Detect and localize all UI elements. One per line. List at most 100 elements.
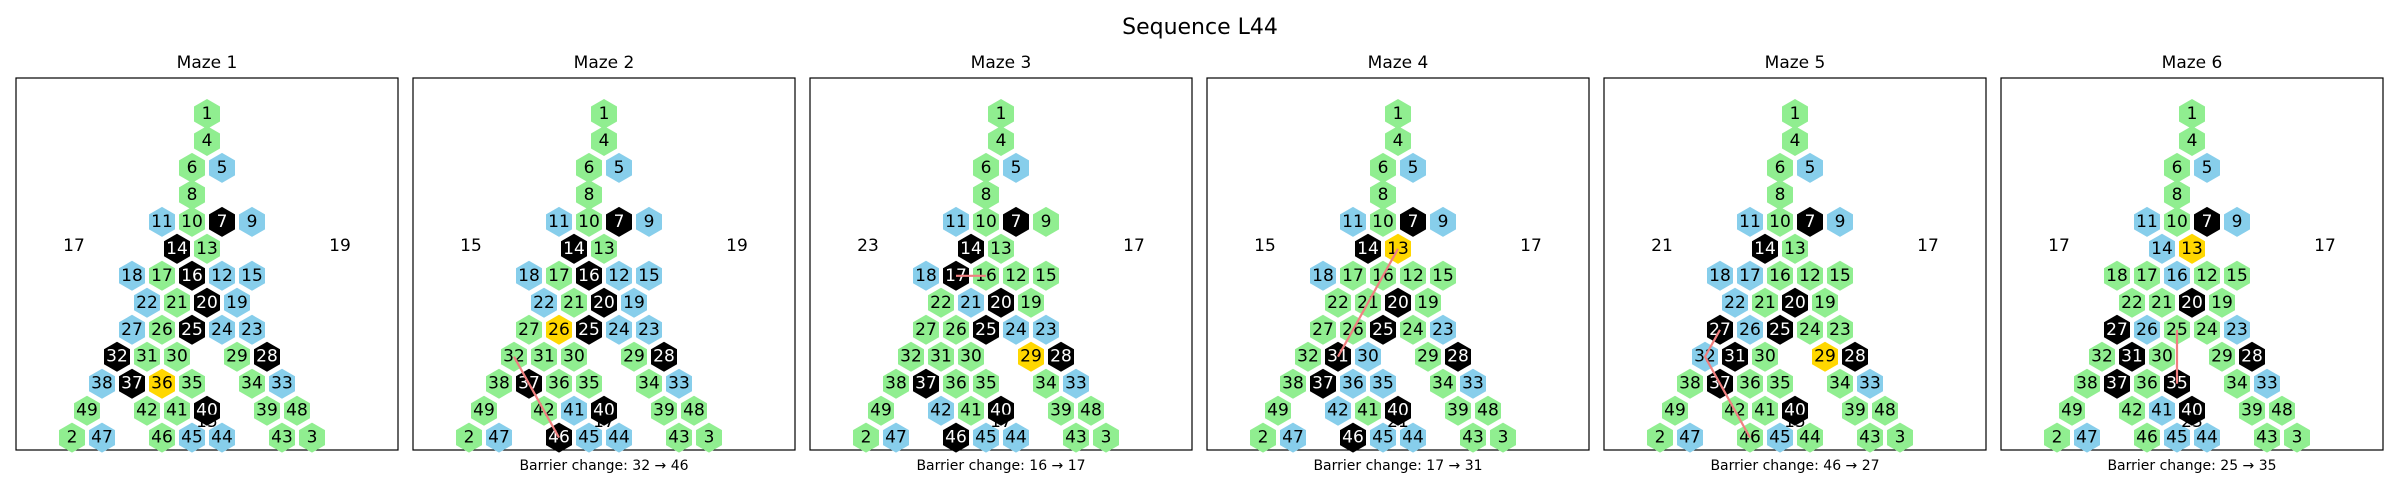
cell-14 [1752, 233, 1778, 264]
cell-label: 49 [870, 401, 892, 421]
cell-22 [1325, 287, 1351, 318]
cell-label: 17 [151, 266, 173, 286]
cell-label: 6 [187, 158, 198, 178]
cell-8 [2164, 179, 2190, 210]
cell-label: 34 [2226, 374, 2248, 394]
cell-label: 2 [2052, 428, 2063, 448]
cell-42 [928, 395, 954, 426]
cell-26 [943, 314, 969, 345]
cell-45 [179, 422, 205, 453]
bottom-value: 17 [990, 412, 1012, 432]
cell-17 [1737, 260, 1763, 291]
cell-label: 9 [1041, 212, 1052, 232]
cell-label: 13 [196, 239, 218, 259]
cell-19 [621, 287, 647, 318]
cell-label: 20 [196, 293, 218, 313]
cell-37 [119, 368, 145, 399]
cell-label: 9 [2232, 212, 2243, 232]
cell-label: 29 [1417, 347, 1439, 367]
cell-26 [149, 314, 175, 345]
cell-label: 32 [900, 347, 922, 367]
cell-label: 33 [2256, 374, 2278, 394]
cell-36 [943, 368, 969, 399]
cell-label: 11 [1739, 212, 1761, 232]
cell-label: 35 [578, 374, 600, 394]
right-value: 17 [1123, 236, 1145, 256]
cell-1 [2179, 99, 2205, 129]
cell-label: 5 [2202, 158, 2213, 178]
cell-label: 15 [1829, 266, 1851, 286]
cell-label: 26 [1739, 320, 1761, 340]
cell-15 [2224, 260, 2250, 291]
cell-48 [284, 395, 310, 426]
cell-18 [913, 260, 939, 291]
cell-label: 5 [614, 158, 625, 178]
cell-33 [1063, 368, 1089, 399]
cell-label: 35 [1372, 374, 1394, 394]
cell-30 [164, 341, 190, 372]
cell-48 [1475, 395, 1501, 426]
right-value: 19 [726, 236, 748, 256]
cell-label: 40 [990, 401, 1012, 421]
cell-47 [1280, 422, 1306, 453]
cell-label: 39 [653, 401, 675, 421]
cell-39 [651, 395, 677, 426]
barrier-change-path [513, 356, 560, 439]
cell-4 [591, 126, 617, 156]
cell-label: 26 [945, 320, 967, 340]
cell-34 [2224, 368, 2250, 399]
cell-label: 18 [1709, 266, 1731, 286]
cell-label: 37 [1312, 374, 1334, 394]
cell-43 [2254, 422, 2280, 453]
cell-label: 41 [166, 401, 188, 421]
cell-13 [194, 233, 220, 264]
cell-20 [2179, 287, 2205, 318]
cell-20 [194, 287, 220, 318]
cell-26 [2134, 314, 2160, 345]
cell-38 [486, 368, 512, 399]
cell-41 [164, 395, 190, 426]
cell-label: 7 [614, 212, 625, 232]
cell-29 [1415, 341, 1441, 372]
cell-49 [1662, 395, 1688, 426]
cell-label: 41 [563, 401, 585, 421]
cell-label: 32 [2091, 347, 2113, 367]
cell-9 [636, 206, 662, 237]
cell-label: 38 [885, 374, 907, 394]
cell-label: 4 [1790, 131, 1801, 151]
right-value: 19 [329, 236, 351, 256]
cell-3 [1887, 422, 1913, 453]
cell-label: 36 [1342, 374, 1364, 394]
cell-5 [1797, 152, 1823, 183]
cell-25 [1370, 314, 1396, 345]
cell-label: 31 [1724, 347, 1746, 367]
cell-label: 8 [187, 185, 198, 205]
cell-29 [1018, 341, 1044, 372]
cell-label: 19 [623, 293, 645, 313]
cell-label: 38 [2076, 374, 2098, 394]
cell-label: 11 [2136, 212, 2158, 232]
cell-label: 30 [1754, 347, 1776, 367]
cell-7 [1797, 206, 1823, 237]
cell-label: 19 [1814, 293, 1836, 313]
cell-7 [1003, 206, 1029, 237]
cell-22 [928, 287, 954, 318]
cell-42 [1325, 395, 1351, 426]
cell-40 [2179, 395, 2205, 426]
cell-42 [2119, 395, 2145, 426]
cell-label: 13 [593, 239, 615, 259]
cell-46 [149, 422, 175, 453]
cell-23 [239, 314, 265, 345]
cell-label: 24 [1799, 320, 1821, 340]
cell-label: 30 [563, 347, 585, 367]
cell-45 [1370, 422, 1396, 453]
cell-label: 47 [885, 428, 907, 448]
cell-label: 35 [1769, 374, 1791, 394]
cell-23 [1033, 314, 1059, 345]
cell-1 [1385, 99, 1411, 129]
cell-23 [1827, 314, 1853, 345]
cell-label: 2 [67, 428, 78, 448]
cell-11 [546, 206, 572, 237]
cell-19 [1812, 287, 1838, 318]
